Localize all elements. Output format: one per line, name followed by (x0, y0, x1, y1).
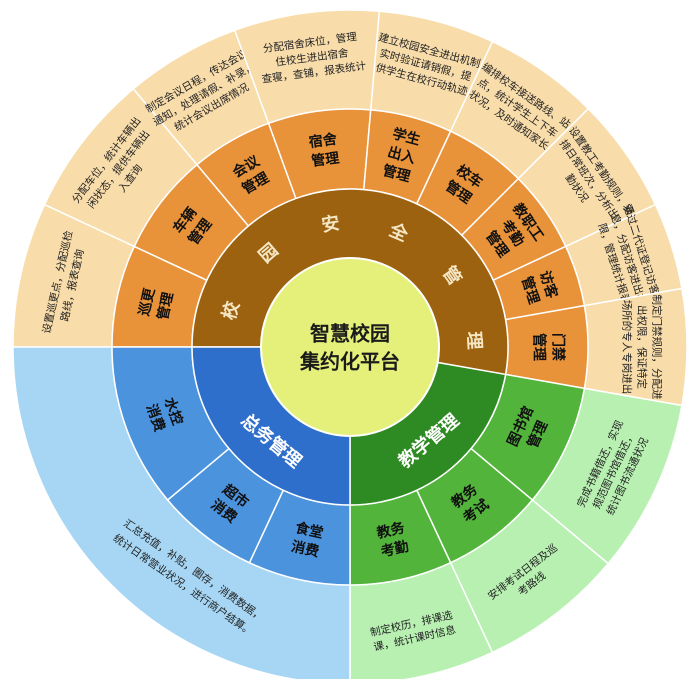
center-title-line2: 集约化平台 (299, 350, 400, 374)
module-ring: 巡更管理车辆管理会议管理宿舍管理学生出入管理校车管理教职工考勤管理访客管理门禁管… (111, 108, 589, 586)
module-menjin-line: 管理 (531, 333, 548, 361)
desc-menjin-line: 制定门禁规则，分配进 (651, 295, 664, 400)
module-kaoqin-line: 教务 (375, 519, 407, 542)
center-title-line1: 智慧校园 (310, 322, 390, 346)
desc-menjin-line: 场所的专人专岗进出 (621, 300, 634, 395)
module-xungeng-line: 管理 (154, 291, 177, 322)
module-kaoqin-line: 考勤 (379, 538, 410, 561)
module-xuesheng-line: 学生 (391, 125, 422, 149)
center-hub: 智慧校园 集约化平台 (260, 257, 440, 437)
module-sushe-line: 宿舍 (308, 130, 339, 151)
desc-menjin-line: 出权限，保证特定 (636, 305, 649, 389)
module-sushe-line: 管理 (310, 149, 340, 170)
module-xungeng-line: 巡更 (137, 286, 159, 318)
module-shitang-line: 消费 (290, 538, 321, 561)
module-menjin-line: 门禁 (550, 333, 567, 361)
module-shitang-line: 食堂 (294, 519, 325, 542)
center-circle (260, 257, 440, 437)
domain-label-safety-char: 理 (463, 331, 485, 350)
module-xuesheng-line: 出入 (386, 143, 417, 167)
module-xuesheng-line: 管理 (381, 162, 412, 186)
domain-label-safety-char: 安 (320, 212, 341, 237)
